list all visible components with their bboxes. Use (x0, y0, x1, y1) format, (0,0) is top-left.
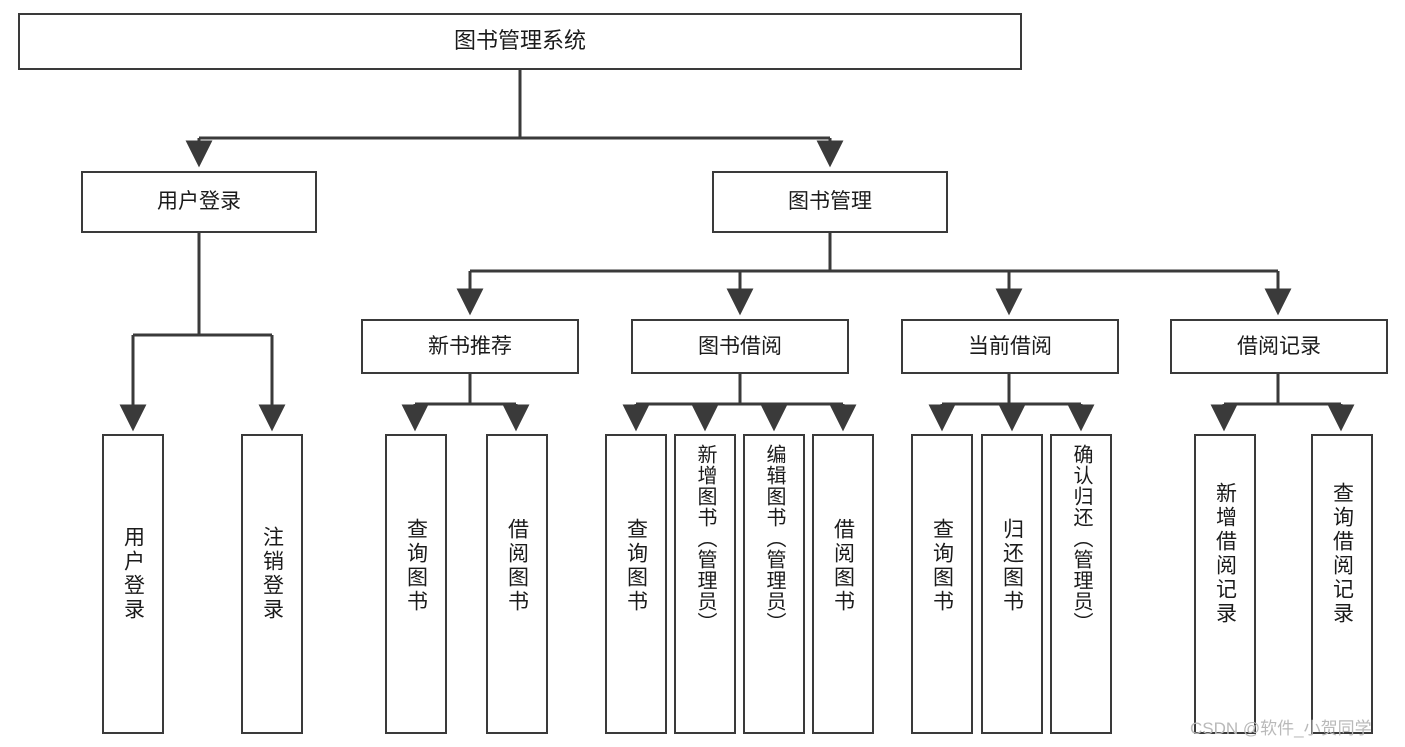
node-leaf-current-confirm[interactable]: 确认归还（管理员） (1050, 434, 1112, 734)
node-book-management-label: 图书管理 (788, 190, 872, 214)
node-leaf-current-query[interactable]: 查询图书 (911, 434, 973, 734)
node-user-login[interactable]: 用户登录 (81, 171, 317, 233)
node-root[interactable]: 图书管理系统 (18, 13, 1022, 70)
node-leaf-record-query[interactable]: 查询借阅记录 (1311, 434, 1373, 734)
node-leaf-current-query-label: 查询图书 (930, 518, 954, 614)
node-leaf-borrow-query[interactable]: 查询图书 (605, 434, 667, 734)
node-leaf-user-login-label: 用户登录 (121, 526, 145, 622)
node-leaf-borrow-query-label: 查询图书 (624, 518, 648, 614)
node-leaf-borrow-add-label: 新增图书（管理员） (694, 444, 716, 633)
node-leaf-current-return-label: 归还图书 (1000, 518, 1024, 614)
node-leaf-newbook-borrow-label: 借阅图书 (505, 518, 529, 614)
node-leaf-borrow-borrow[interactable]: 借阅图书 (812, 434, 874, 734)
node-new-book-recommend[interactable]: 新书推荐 (361, 319, 579, 374)
node-leaf-record-add[interactable]: 新增借阅记录 (1194, 434, 1256, 734)
node-book-management[interactable]: 图书管理 (712, 171, 948, 233)
node-leaf-newbook-query[interactable]: 查询图书 (385, 434, 447, 734)
node-leaf-record-add-label: 新增借阅记录 (1213, 482, 1237, 626)
node-leaf-user-logout[interactable]: 注销登录 (241, 434, 303, 734)
node-leaf-newbook-query-label: 查询图书 (404, 518, 428, 614)
node-leaf-current-confirm-label: 确认归还（管理员） (1070, 444, 1092, 633)
node-leaf-current-return[interactable]: 归还图书 (981, 434, 1043, 734)
node-leaf-borrow-borrow-label: 借阅图书 (831, 518, 855, 614)
node-user-login-label: 用户登录 (157, 190, 241, 214)
node-new-book-recommend-label: 新书推荐 (428, 334, 512, 358)
node-leaf-newbook-borrow[interactable]: 借阅图书 (486, 434, 548, 734)
node-leaf-record-query-label: 查询借阅记录 (1330, 482, 1354, 626)
node-leaf-borrow-edit[interactable]: 编辑图书（管理员） (743, 434, 805, 734)
node-book-borrow[interactable]: 图书借阅 (631, 319, 849, 374)
node-root-label: 图书管理系统 (453, 28, 586, 54)
node-book-borrow-label: 图书借阅 (698, 334, 782, 358)
node-leaf-borrow-add[interactable]: 新增图书（管理员） (674, 434, 736, 734)
node-borrow-record-label: 借阅记录 (1237, 334, 1321, 358)
node-leaf-borrow-edit-label: 编辑图书（管理员） (763, 444, 785, 633)
node-current-borrow-label: 当前借阅 (968, 334, 1052, 358)
node-current-borrow[interactable]: 当前借阅 (901, 319, 1119, 374)
watermark: CSDN @软件_小贺同学 (1190, 719, 1372, 738)
node-leaf-user-logout-label: 注销登录 (260, 526, 284, 622)
node-borrow-record[interactable]: 借阅记录 (1170, 319, 1388, 374)
node-leaf-user-login[interactable]: 用户登录 (102, 434, 164, 734)
